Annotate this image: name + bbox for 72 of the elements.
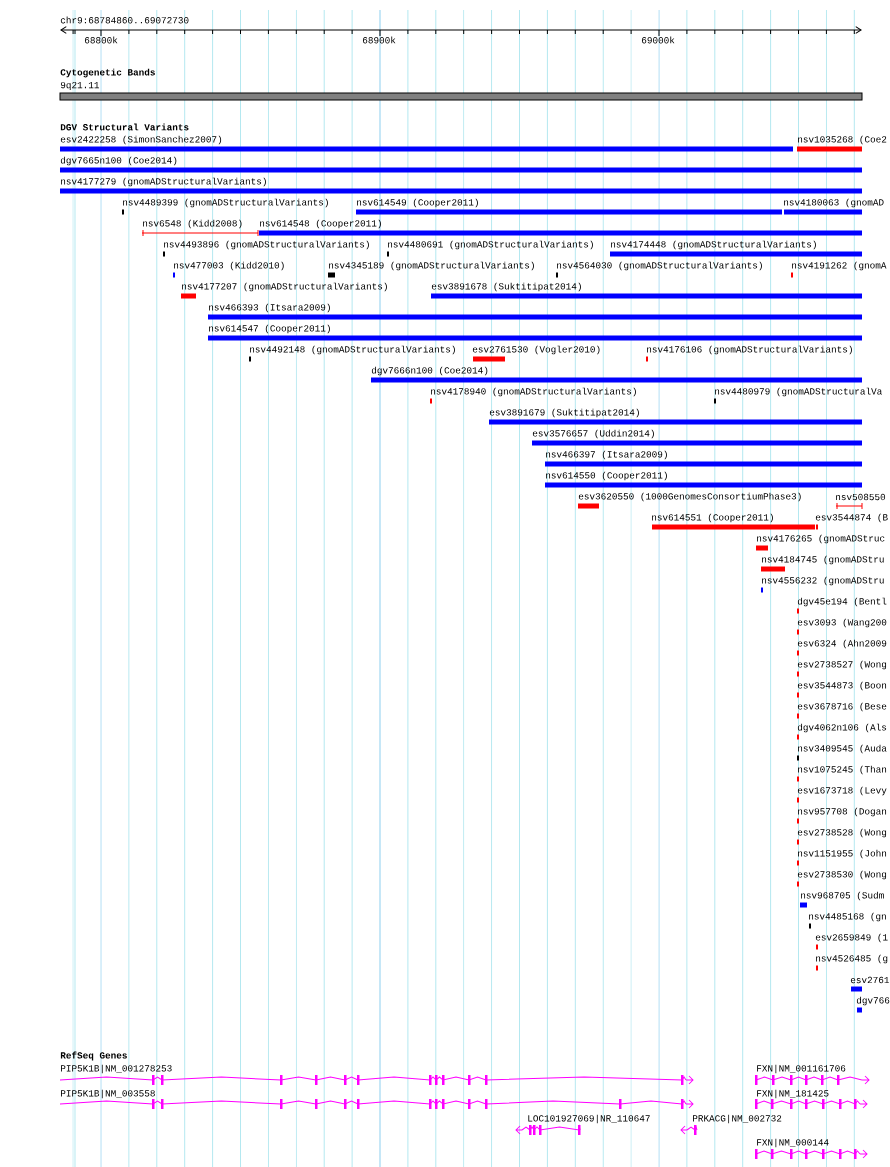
variant-label: nsv4492148 (gnomADStructuralVariants) — [250, 345, 455, 355]
variant-label: nsv4493896 (gnomADStructuralVariants) — [164, 240, 369, 250]
gene-label: PIP5K1B|NM_001278253 — [61, 1064, 172, 1074]
band-label: 9q21.11 — [60, 81, 99, 91]
region-label: chr9:68784860..69072730 — [60, 16, 189, 24]
variant-label: nsv614548 (Cooper2011) — [260, 219, 381, 229]
variant-label: esv2761530 (Vogler2010) — [472, 345, 600, 355]
variant-label: nsv1151955 (John — [798, 849, 887, 859]
variant-label: nsv4526485 (g — [816, 954, 888, 964]
gene-label: FXN|NM_181425 — [757, 1089, 829, 1099]
variant-label: nsv614547 (Cooper2011) — [209, 324, 330, 334]
gene-label: FXN|NM_001161706 — [757, 1064, 846, 1074]
variant-label: nsv957708 (Dogan — [798, 807, 887, 817]
variant-label: nsv614550 (Cooper2011) — [546, 471, 667, 481]
tick-label: 68800k — [84, 36, 118, 44]
variant-label: dgv7665n100 (Coe2014) — [60, 156, 177, 166]
variant-label: nsv1035268 (Coe2 — [798, 135, 887, 145]
variant-label: esv2761 — [850, 976, 889, 984]
variant-label: nsv4485168 (gn — [809, 912, 886, 922]
variant-label: nsv466393 (Itsara2009) — [209, 303, 330, 313]
gene-label: PRKACG|NM_002732 — [693, 1114, 782, 1124]
variant-label: nsv466397 (Itsara2009) — [546, 450, 667, 460]
variant-label: nsv4176265 (gnomADStruc — [757, 534, 885, 544]
variant-label: esv3891679 (Suktitipat2014) — [489, 408, 639, 418]
variant-label: nsv4345189 (gnomADStructuralVariants) — [329, 261, 534, 271]
variant-label: nsv4191262 (gnomA — [792, 261, 887, 271]
variant-label: nsv4564030 (gnomADStructuralVariants) — [557, 261, 762, 271]
variant-label: esv3678716 (Bese — [797, 702, 887, 712]
tick-label: 68900k — [362, 36, 396, 44]
variant-label: esv3544873 (Boon — [797, 681, 887, 691]
variant-label: nsv4177207 (gnomADStructuralVariants) — [182, 282, 387, 292]
gene-label: FXN|NM_000144 — [757, 1138, 829, 1148]
variant-label: nsv614549 (Cooper2011) — [357, 198, 478, 208]
variant-label: nsv4176106 (gnomADStructuralVariants) — [647, 345, 852, 355]
variant-label: nsv477003 (Kidd2010) — [174, 261, 284, 271]
track-title: Cytogenetic Bands — [60, 68, 155, 78]
variant-label: nsv4178940 (gnomADStructuralVariants) — [431, 387, 636, 397]
variant-label: esv2659849 (1 — [815, 933, 888, 943]
variant-label: dgv766 — [856, 996, 890, 1006]
gene-label: LOC101927069|NR_110647 — [528, 1114, 650, 1124]
variant-label: esv3891678 (Suktitipat2014) — [431, 282, 581, 292]
variant-label: esv3576657 (Uddin2014) — [532, 429, 654, 439]
track-title: RefSeq Genes — [60, 1051, 127, 1061]
variant-label: nsv3409545 (Auda — [798, 744, 887, 754]
variant-label: nsv4174448 (gnomADStructuralVariants) — [611, 240, 816, 250]
variant-label: esv2422258 (SimonSanchez2007) — [60, 135, 222, 145]
variant-label: nsv1075245 (Than — [798, 765, 887, 775]
variant-label: dgv7666n100 (Coe2014) — [371, 366, 488, 376]
variant-label: nsv4489399 (gnomADStructuralVariants) — [123, 198, 328, 208]
variant-label: dgv4062n106 (Als — [797, 723, 887, 733]
variant-label: esv1673718 (Levy — [797, 786, 887, 796]
gene-label: PIP5K1B|NM_003558 — [61, 1089, 155, 1099]
track-title: DGV Structural Variants — [60, 123, 189, 131]
variant-label: nsv6548 (Kidd2008) — [143, 219, 242, 229]
variant-label: esv6324 (Ahn2009 — [797, 639, 887, 649]
variant-label: nsv4480691 (gnomADStructuralVariants) — [388, 240, 593, 250]
variant-label: nsv614551 (Cooper2011) — [652, 513, 773, 523]
variant-label: esv3620550 (1000GenomesConsortiumPhase3) — [578, 492, 801, 502]
variant-label: nsv968705 (Sudm — [801, 891, 884, 901]
variant-label: esv2738530 (Wong — [797, 870, 887, 880]
variant-label: dgv45e194 (Bentl — [797, 597, 887, 607]
variant-label: nsv4184745 (gnomADStru — [762, 555, 884, 565]
variant-label: esv2738527 (Wong — [797, 660, 887, 670]
variant-label: nsv4556232 (gnomADStru — [762, 576, 884, 586]
tick-label: 69000k — [641, 36, 675, 44]
variant-label: esv3093 (Wang200 — [797, 618, 887, 628]
variant-label: nsv508550 — [836, 493, 886, 501]
variant-label: nsv4180063 (gnomAD — [784, 198, 884, 208]
variant-label: nsv4177279 (gnomADStructuralVariants) — [61, 177, 266, 187]
variant-label: nsv4480979 (gnomADStructuralVa — [715, 387, 882, 397]
variant-label: esv2738528 (Wong — [797, 828, 887, 838]
variant-label: esv3544874 (B — [815, 513, 888, 523]
